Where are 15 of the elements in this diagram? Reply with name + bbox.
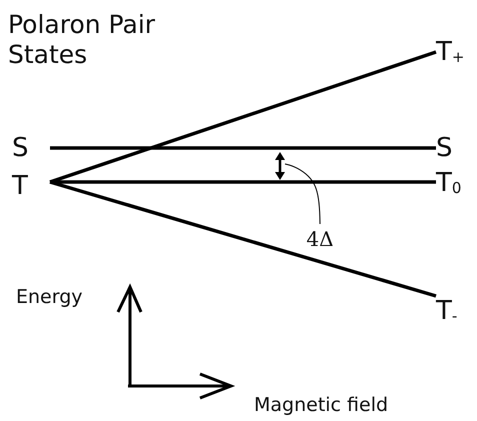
energy-level-line [49, 50, 437, 184]
state-label: T [12, 173, 28, 199]
energy-level-line [50, 146, 436, 150]
axis-label: Magnetic field [254, 394, 388, 416]
state-label: S [12, 135, 29, 161]
diagram-title: Polaron Pair States [8, 10, 156, 70]
state-label: T$_{0}$ [436, 170, 462, 196]
energy-level-line [50, 180, 436, 184]
splitting-label: 4Δ [306, 229, 334, 249]
state-label: S [436, 135, 453, 161]
axis-label: Energy [16, 286, 83, 308]
leader-line [284, 164, 320, 224]
energy-level-line [50, 180, 436, 298]
state-label: T$_{-}$ [436, 298, 458, 324]
state-label: T$_{+}$ [436, 39, 464, 65]
